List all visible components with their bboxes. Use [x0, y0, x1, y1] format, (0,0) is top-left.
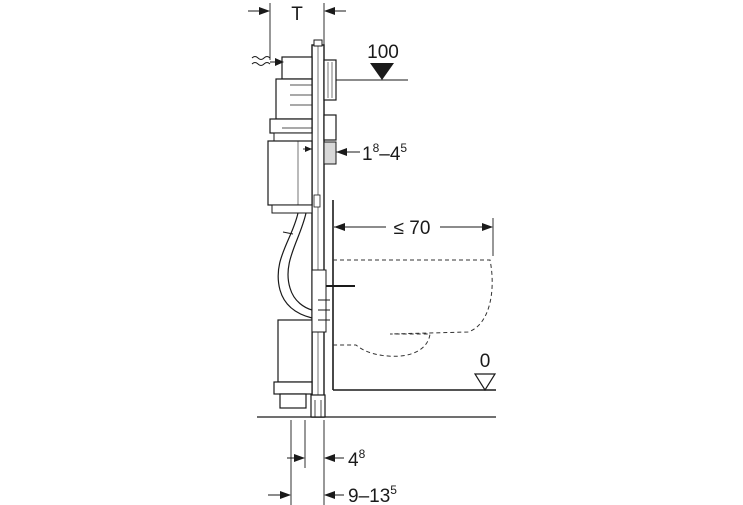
bottom-range-label: 9–135 — [348, 483, 397, 505]
dimension-bottom-small: 48 — [287, 420, 366, 505]
frame-post — [310, 39, 326, 418]
flush-plate-bracket — [313, 59, 337, 208]
height-top-label: 100 — [367, 42, 399, 63]
depth-label: T — [291, 4, 303, 25]
dimension-height-top: 100 — [336, 42, 408, 81]
floor-level-marker-icon — [473, 373, 497, 392]
dimension-bottom-range: 9–135 — [268, 420, 397, 505]
water-inlet-icon — [251, 56, 284, 66]
adjustment-label: 18–45 — [362, 141, 407, 165]
drain-pipe — [273, 319, 313, 409]
dimension-depth: T — [248, 3, 346, 60]
dimension-adjustment: 18–45 — [303, 141, 407, 165]
floor-level-label: 0 — [480, 351, 491, 372]
dimension-max-projection: ≤ 70 — [334, 218, 494, 256]
cistern — [267, 56, 313, 214]
toilet-connection — [311, 269, 355, 333]
finished-wall-line — [332, 200, 496, 391]
flush-hose — [277, 212, 313, 319]
bottom-small-label: 48 — [348, 447, 366, 471]
toilet-bowl-outline — [333, 259, 493, 357]
dimension-floor-level: 0 — [473, 351, 497, 392]
level-marker-icon — [370, 63, 394, 80]
max-projection-label: ≤ 70 — [394, 218, 431, 239]
